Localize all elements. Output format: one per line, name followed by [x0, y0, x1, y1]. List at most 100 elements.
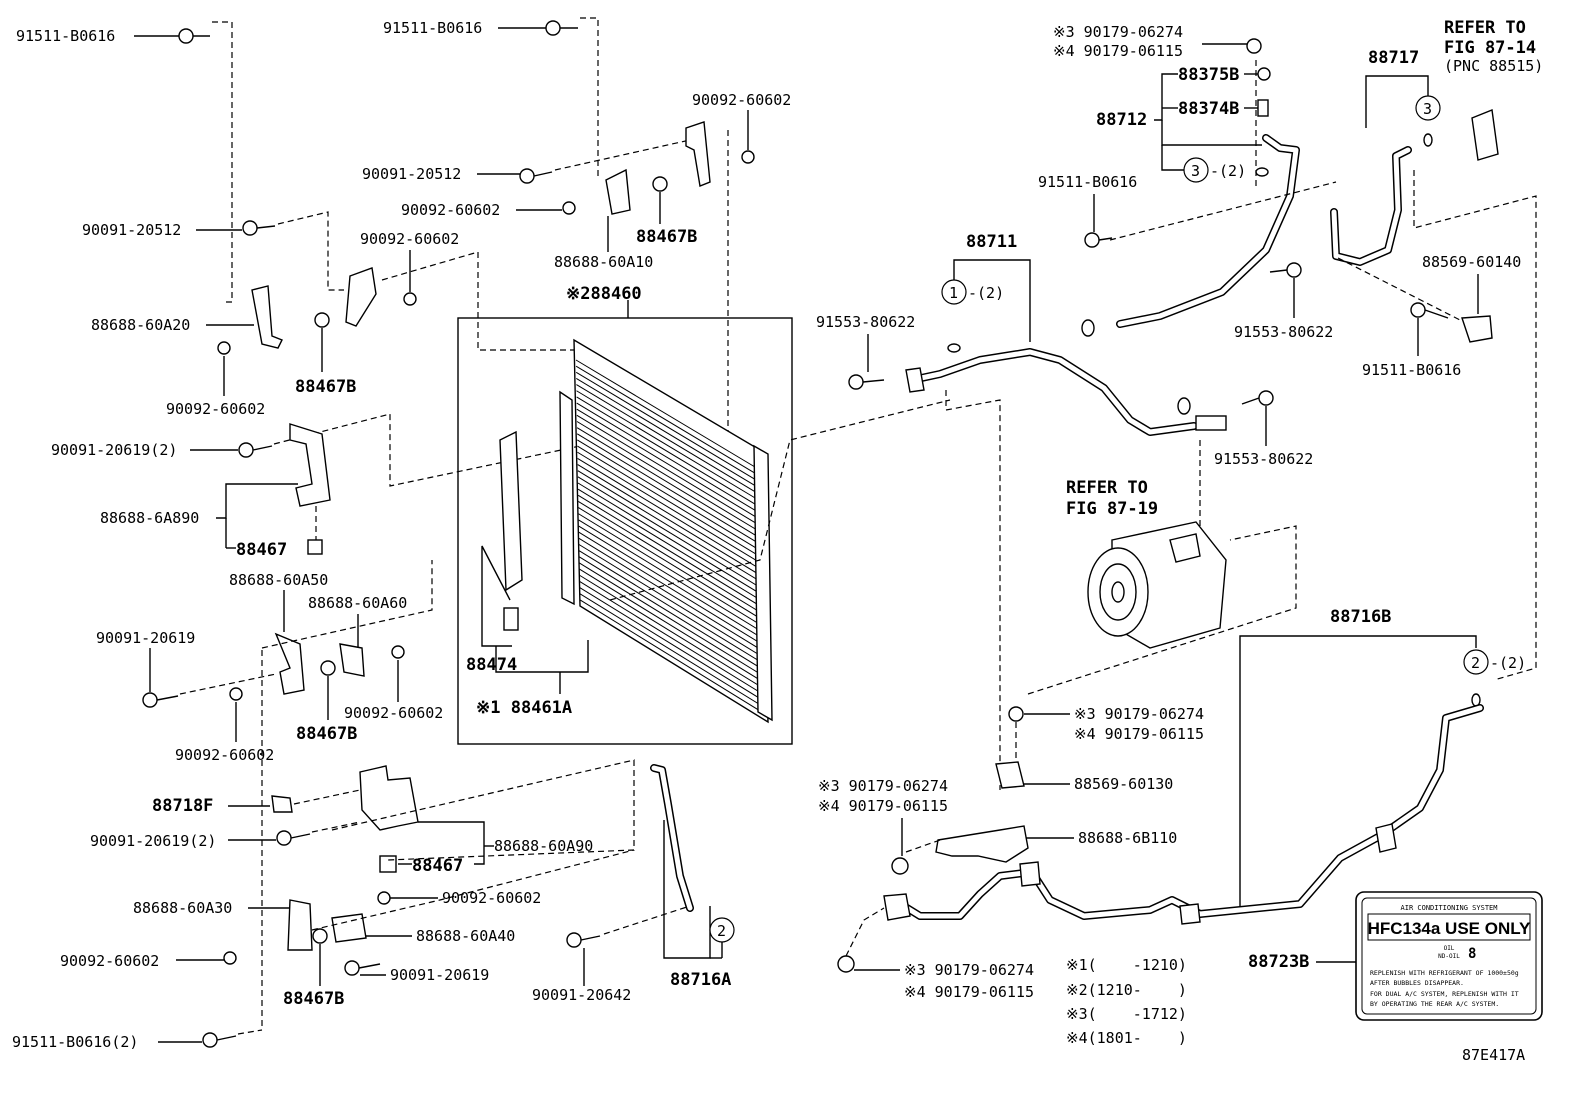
svg-text:AIR CONDITIONING SYSTEM: AIR CONDITIONING SYSTEM [1401, 904, 1498, 912]
clip-icon [307, 539, 323, 555]
part-label-90092-60602-8: 90092-60602 [60, 952, 159, 970]
part-label-88723B: 88723B [1248, 952, 1309, 972]
condenser-core [559, 338, 773, 724]
pipe-88716B [890, 704, 1484, 920]
condenser-fin [577, 451, 764, 565]
clamp-icon [995, 761, 1025, 789]
part-label-88688-60A50: 88688-60A50 [229, 571, 328, 589]
part-label-88712: 88712 [1096, 110, 1147, 130]
ac-label-plate: AIR CONDITIONING SYSTEM HFC134a USE ONLY… [1355, 891, 1543, 1021]
note-4-90179-06115: ※4 90179-06115 [1053, 42, 1183, 60]
part-label-91511-B0616-4: 91511-B0616 [1038, 173, 1137, 191]
part-label-88688-60A40: 88688-60A40 [416, 927, 515, 945]
bracket-icon [289, 423, 331, 507]
pipe-88712 [1116, 134, 1300, 328]
bolt-icon [1410, 302, 1449, 319]
nut-icon [403, 292, 417, 306]
circle-label: 2 [1471, 654, 1480, 672]
part-label-90091-20512-2: 90091-20512 [82, 221, 181, 239]
condenser-fin [578, 513, 766, 628]
part-label-88569-60130: 88569-60130 [1074, 775, 1173, 793]
part-label-88467B-4: 88467B [283, 989, 344, 1009]
bolt-icon [519, 168, 553, 184]
nut-icon [217, 341, 231, 355]
part-label-91553-80622-3: 91553-80622 [1214, 450, 1313, 468]
part-label-88688-60A60: 88688-60A60 [308, 594, 407, 612]
refer-line1-b: REFER TO [1066, 478, 1148, 498]
receiver-tank [499, 430, 523, 631]
part-label-90092-60602-5: 90092-60602 [175, 746, 274, 764]
note-3-90179-06274-b: ※3 90179-06274 [1074, 705, 1204, 723]
condenser-fin [578, 501, 765, 616]
part-label-88688-60A10: 88688-60A10 [554, 253, 653, 271]
condenser-fin [577, 470, 764, 584]
condenser-fin [575, 371, 761, 484]
bolt-icon [1241, 390, 1274, 406]
part-label-88716B: 88716B [1330, 607, 1391, 627]
part-label-88467-2: 88467 [412, 856, 463, 876]
circle-label: 3 [1423, 100, 1432, 118]
part-label-88467: 88467 [236, 540, 287, 560]
refer-line3: (PNC 88515) [1444, 57, 1543, 75]
circle-label: 3 [1191, 162, 1200, 180]
part-label-90091-20619-3: 90091-20619(2) [90, 832, 216, 850]
condenser-fin [576, 421, 763, 534]
qty-2: -(2) [968, 284, 1004, 302]
condenser-fin [575, 359, 761, 471]
condenser-fin [578, 507, 766, 622]
condenser-fin [575, 365, 761, 477]
note-3-90179-06274-d: ※3 90179-06274 [904, 961, 1034, 979]
nut-icon [837, 955, 855, 973]
note-3-90179-06274-c: ※3 90179-06274 [818, 777, 948, 795]
bolt-icon [178, 28, 210, 44]
clamp-icon [1461, 315, 1493, 343]
circle-label: 1 [949, 284, 958, 302]
part-label-88718F: 88718F [152, 796, 213, 816]
condenser-fin [578, 544, 767, 660]
bolt-icon [545, 20, 578, 36]
compressor-icon [1087, 521, 1227, 649]
circle-number [1183, 157, 1209, 183]
part-label-90091-20512: 90091-20512 [362, 165, 461, 183]
marker-1-88461A: ※1 88461A [476, 698, 572, 718]
clip-icon [271, 795, 293, 813]
condenser-fin [577, 488, 765, 603]
condenser-fin [579, 568, 768, 685]
o-ring-icon [1423, 133, 1433, 147]
marker-2-88460: ※288460 [566, 284, 642, 304]
condenser-fin [576, 396, 762, 509]
condenser-fin [578, 531, 766, 647]
bolt-icon [202, 1032, 237, 1048]
condenser-fin [579, 593, 768, 710]
part-label-90091-20619-2: 90091-20619(2) [51, 441, 177, 459]
condenser-fin [576, 384, 762, 496]
condenser-fin [579, 574, 768, 691]
condenser-fin [577, 439, 763, 553]
fitting-icon [1195, 415, 1227, 431]
note-4-90179-06115-d: ※4 90179-06115 [904, 983, 1034, 1001]
refer-line1: REFER TO [1444, 18, 1526, 38]
part-label-90092-60602-3: 90092-60602 [360, 230, 459, 248]
part-label-88375B: 88375B [1178, 65, 1239, 85]
bolt-icon [238, 442, 273, 458]
condenser-fin [577, 482, 765, 597]
condenser-fin [577, 445, 764, 559]
part-label-90091-20619-4: 90091-20619 [390, 966, 489, 984]
svg-text:ND-OIL: ND-OIL [1438, 953, 1460, 960]
svg-text:FOR DUAL A/C SYSTEM, REPLENISH: FOR DUAL A/C SYSTEM, REPLENISH WITH IT [1370, 990, 1519, 998]
part-label-88569-60140: 88569-60140 [1422, 253, 1521, 271]
condenser-fin [576, 433, 763, 547]
bolt-icon [1084, 232, 1113, 248]
condenser-fin [579, 587, 768, 704]
part-label-88688-60A90: 88688-60A90 [494, 837, 593, 855]
part-label-88688-60A30: 88688-60A30 [133, 899, 232, 917]
part-label-88688-6B110: 88688-6B110 [1078, 829, 1177, 847]
condenser-fin [576, 427, 763, 540]
part-label-90092-60602-7: 90092-60602 [442, 889, 541, 907]
bolt-icon [1269, 262, 1302, 278]
condenser-fin [577, 464, 764, 578]
svg-text:REPLENISH WITH REFRIGERANT OF: REPLENISH WITH REFRIGERANT OF 1000±50g [1370, 969, 1519, 977]
note-3-90179-06274: ※3 90179-06274 [1053, 23, 1183, 41]
cap-icon [1257, 67, 1271, 81]
